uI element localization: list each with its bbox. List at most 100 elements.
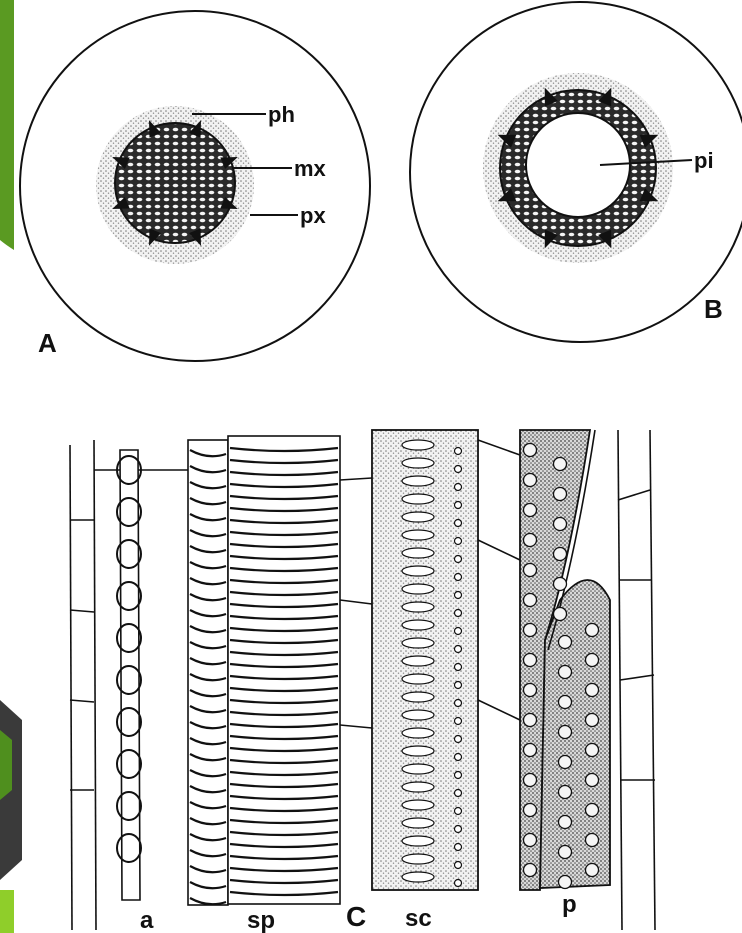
lateral-pit xyxy=(455,826,462,833)
scalariform-pit xyxy=(402,764,434,774)
scalariform-pit xyxy=(402,512,434,522)
scalariform-pit xyxy=(402,728,434,738)
lateral-pit xyxy=(455,574,462,581)
bordered-pit xyxy=(524,714,537,727)
bordered-pit xyxy=(524,624,537,637)
lateral-pit xyxy=(455,700,462,707)
bordered-pit xyxy=(524,834,537,847)
panel-a-xylem-core xyxy=(115,123,235,243)
scalariform-pit xyxy=(402,710,434,720)
bordered-pit xyxy=(524,654,537,667)
lateral-pit xyxy=(455,646,462,653)
bordered-pit xyxy=(586,804,599,817)
lateral-pit xyxy=(455,664,462,671)
scalariform-pit xyxy=(402,620,434,630)
scalariform-pit xyxy=(402,440,434,450)
scalariform-pit xyxy=(402,674,434,684)
lateral-pit xyxy=(455,538,462,545)
bordered-pit xyxy=(524,474,537,487)
bordered-pit xyxy=(586,684,599,697)
panel-a-diagram xyxy=(20,11,370,361)
lateral-pit xyxy=(455,484,462,491)
bordered-pit xyxy=(586,774,599,787)
lateral-pit xyxy=(455,520,462,527)
bordered-pit xyxy=(586,744,599,757)
bordered-pit xyxy=(559,666,572,679)
scalariform-pit xyxy=(402,854,434,864)
label-p: p xyxy=(562,891,577,918)
bordered-pit xyxy=(524,534,537,547)
scalariform-pit xyxy=(402,638,434,648)
bordered-pit xyxy=(554,608,567,621)
bordered-pit xyxy=(559,816,572,829)
lateral-pit xyxy=(455,862,462,869)
lateral-pit xyxy=(455,682,462,689)
scalariform-pit xyxy=(402,656,434,666)
bordered-pit xyxy=(559,756,572,769)
bordered-pit xyxy=(559,696,572,709)
bordered-pit xyxy=(524,684,537,697)
label-px: px xyxy=(300,203,326,228)
lateral-pit xyxy=(455,610,462,617)
lateral-pit xyxy=(455,592,462,599)
lateral-pit xyxy=(455,448,462,455)
lateral-pit xyxy=(455,772,462,779)
lateral-pit xyxy=(455,502,462,509)
scalariform-pit xyxy=(402,530,434,540)
bordered-pit xyxy=(559,636,572,649)
lateral-pit xyxy=(455,736,462,743)
bordered-pit xyxy=(586,834,599,847)
scalariform-pit xyxy=(402,782,434,792)
bordered-pit xyxy=(559,726,572,739)
scalariform-pit xyxy=(402,458,434,468)
lateral-pit xyxy=(455,754,462,761)
bordered-pit xyxy=(559,786,572,799)
lateral-pit xyxy=(455,880,462,887)
bordered-pit xyxy=(554,488,567,501)
lateral-pit xyxy=(455,844,462,851)
label-ph: ph xyxy=(268,102,295,127)
bordered-pit xyxy=(559,846,572,859)
lateral-pit xyxy=(455,808,462,815)
scalariform-pit xyxy=(402,566,434,576)
panel-label-c: C xyxy=(346,901,366,932)
scalariform-pit xyxy=(402,872,434,882)
scalariform-pit xyxy=(402,494,434,504)
lateral-pit xyxy=(455,628,462,635)
bordered-pit xyxy=(524,744,537,757)
label-sp: sp xyxy=(247,907,275,933)
panel-b-diagram xyxy=(410,2,742,342)
bordered-pit xyxy=(554,518,567,531)
label-a: a xyxy=(140,907,154,933)
panel-label-a: A xyxy=(38,328,57,358)
scalariform-vessel xyxy=(372,430,478,890)
bordered-pit xyxy=(554,458,567,471)
scalariform-pit xyxy=(402,800,434,810)
bordered-pit xyxy=(524,864,537,877)
bordered-pit xyxy=(559,876,572,889)
bordered-pit xyxy=(524,564,537,577)
scalariform-pit xyxy=(402,602,434,612)
scalariform-pit xyxy=(402,746,434,756)
bordered-pit xyxy=(524,594,537,607)
bordered-pit xyxy=(586,864,599,877)
lateral-pit xyxy=(455,556,462,563)
bordered-pit xyxy=(524,804,537,817)
label-mx: mx xyxy=(294,156,327,181)
scalariform-pit xyxy=(402,818,434,828)
label-sc: sc xyxy=(405,905,432,932)
lateral-pit xyxy=(455,790,462,797)
lateral-pit xyxy=(455,466,462,473)
spiral-vessel xyxy=(188,436,340,905)
scalariform-pit xyxy=(402,476,434,486)
bordered-pit xyxy=(554,578,567,591)
label-pi: pi xyxy=(694,148,714,173)
bordered-pit xyxy=(524,774,537,787)
panel-label-b: B xyxy=(704,294,723,324)
bordered-pit xyxy=(586,714,599,727)
bordered-pit xyxy=(524,504,537,517)
scalariform-pit xyxy=(402,548,434,558)
scalariform-pit xyxy=(402,692,434,702)
scalariform-pit xyxy=(402,836,434,846)
